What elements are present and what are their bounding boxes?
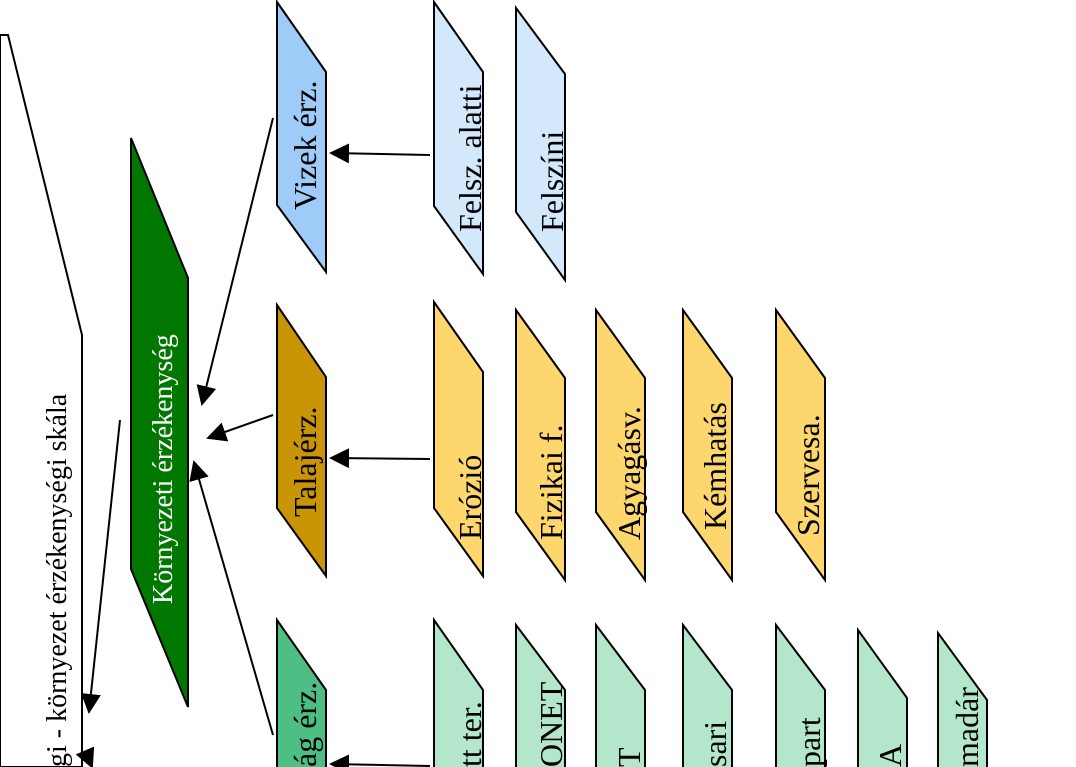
env-sensitivity-box [130, 137, 189, 708]
connector-arrows [75, 117, 431, 767]
soil-item-box [433, 298, 484, 580]
soil-item-box [515, 306, 566, 584]
nature-item-box [682, 622, 733, 767]
arrow [75, 746, 95, 767]
nature-item-box [515, 622, 566, 767]
soil-item-box [775, 306, 826, 584]
soil-item-label: Erózió [452, 455, 488, 540]
water-item-box [515, 4, 566, 284]
arrow [329, 754, 431, 767]
arrow [206, 414, 274, 442]
nature-item-label: madár [949, 687, 985, 767]
water-item-label: Felszíni [534, 131, 570, 232]
env-sensitivity-label: Környezeti érzékenység [148, 334, 179, 604]
nature-item-label: A [872, 744, 908, 767]
scale-box [0, 34, 83, 767]
nature-item-box [775, 622, 826, 767]
nature-item-box [857, 626, 908, 767]
arrow [329, 143, 431, 164]
water-sensitivity-box [276, 0, 327, 276]
nature-item-label: tt ter. [452, 701, 488, 767]
nature-item-label: part [791, 717, 827, 767]
nature-item-label: ONET [533, 681, 569, 767]
arrow [329, 448, 431, 469]
arrow [196, 117, 274, 406]
nature-item-label: T [611, 747, 647, 767]
soil-item-box [595, 306, 646, 584]
nature-item-box [937, 629, 988, 767]
soil-item-label: Kémhatás [697, 402, 733, 530]
water-item-box [433, 0, 484, 278]
arrow [189, 460, 274, 736]
arrow [80, 419, 121, 714]
nature-sensitivity-label: ág érz. [287, 682, 323, 767]
soil-item-label: Szervesa. [790, 414, 826, 536]
nature-item-box [595, 622, 646, 767]
nature-item-box [433, 616, 484, 767]
soil-item-label: Fizikai f. [533, 424, 569, 540]
soil-sensitivity-box [276, 301, 327, 580]
soil-item-label: Agyagásv. [611, 406, 647, 540]
nature-item-label: sari [697, 721, 733, 767]
nature-sensitivity-box [276, 616, 327, 767]
water-sensitivity-label: Vizek érz. [287, 80, 323, 210]
water-item-label: Felsz. alatti [452, 84, 488, 232]
scale-label: gi - környezet érzékenységi skála [42, 393, 73, 767]
soil-sensitivity-label: Talajérz. [287, 406, 323, 517]
soil-item-box [682, 306, 733, 584]
